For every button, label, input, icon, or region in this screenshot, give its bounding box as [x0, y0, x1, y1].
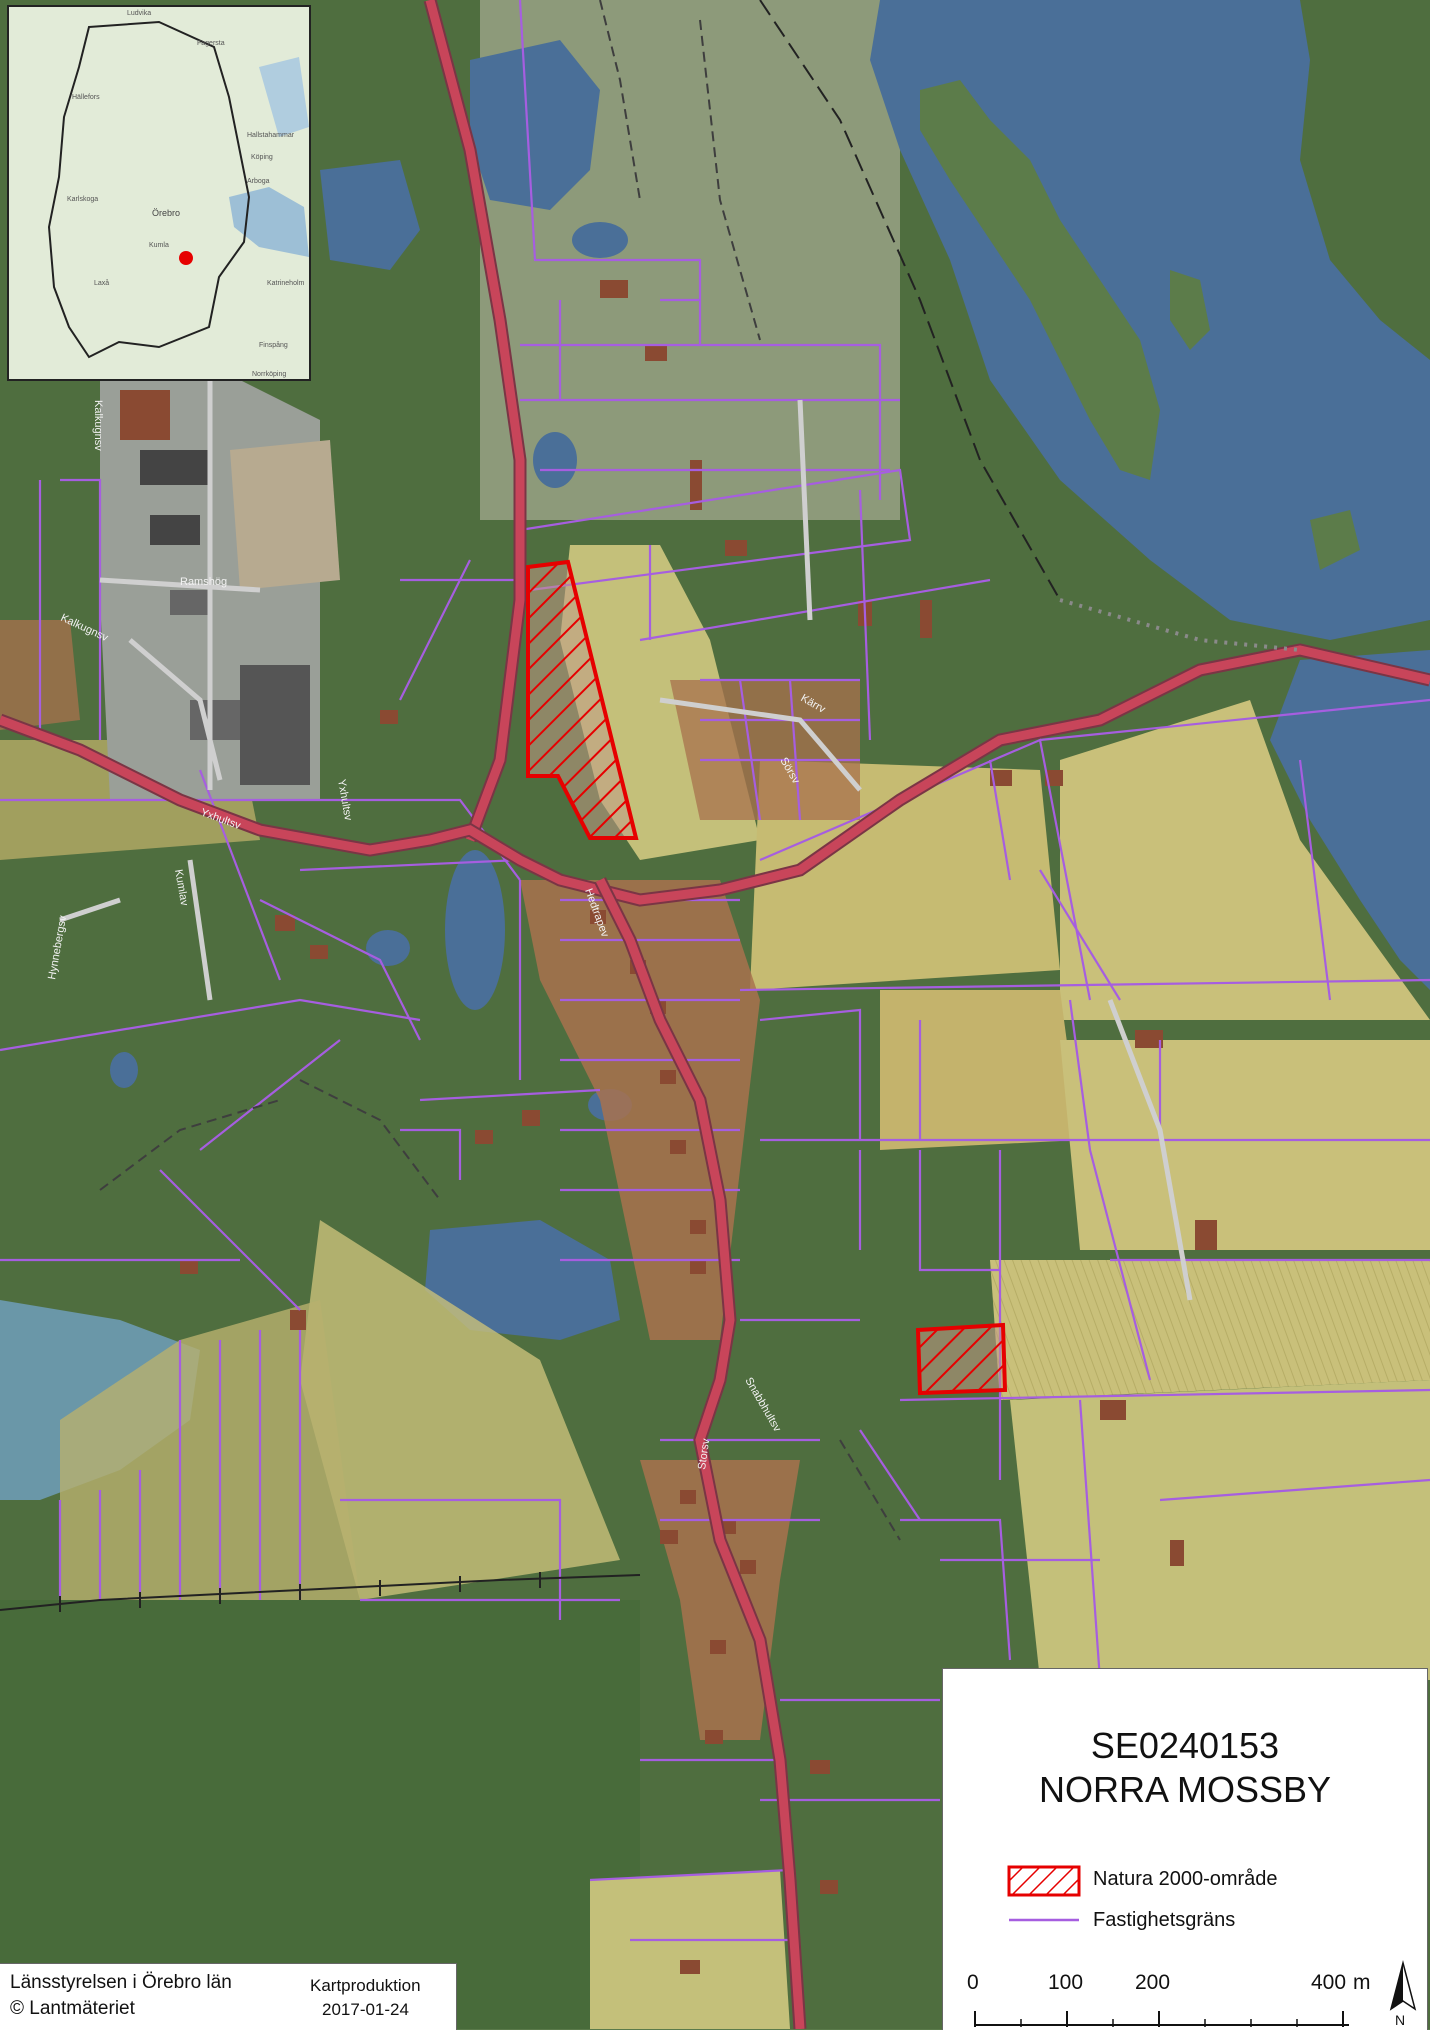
- overview-inset-map: Ludvika Fagersta Hällefors Hallstahammar…: [7, 5, 311, 381]
- pond-center: [425, 1220, 620, 1340]
- north-arrow-icon: [1389, 1960, 1417, 2011]
- pond-north: [470, 40, 600, 210]
- pond-small-1: [533, 432, 577, 488]
- legend-property-line-label: Fastighetsgräns: [1093, 1909, 1236, 1931]
- legend-property-line-swatch: [1009, 1918, 1079, 1922]
- road-label: Ramshög: [180, 576, 227, 588]
- railway-north: [759, 0, 1061, 601]
- field-6: [990, 1260, 1430, 1400]
- production-label: Kartproduktion: [310, 1976, 421, 1995]
- inset-place: Köping: [251, 154, 273, 161]
- inset-place: Laxå: [94, 279, 109, 287]
- scale-unit: m: [1353, 1971, 1371, 1994]
- inset-place: Ludvika: [127, 10, 151, 17]
- inset-place: Fagersta: [197, 40, 225, 47]
- inset-place: Kumla: [149, 242, 169, 249]
- island-small: [1170, 270, 1210, 350]
- field-3: [1060, 700, 1430, 1020]
- local-roads: [59, 380, 1193, 1301]
- inset-place: Karlskoga: [67, 196, 98, 203]
- built-area-north: [670, 680, 860, 820]
- scale-label-200: 200: [1135, 1971, 1171, 1994]
- inset-place: Hällefors: [72, 94, 100, 101]
- legend-natura-label: Natura 2000-område: [1093, 1868, 1278, 1890]
- site-code: SE0240153: [1090, 1725, 1280, 1766]
- pond-small-5: [110, 1052, 138, 1088]
- road-label: Storsv: [696, 1437, 712, 1470]
- natura-area-north[interactable]: [526, 559, 639, 840]
- trails: [99, 0, 901, 1541]
- pond-northwest: [320, 160, 420, 270]
- site-name: NORRA MOSSBY: [1038, 1769, 1332, 1810]
- field-11: [590, 1870, 790, 2029]
- inset-place: Arboga: [247, 178, 270, 185]
- inset-place: Finspång: [259, 341, 288, 349]
- north-label: N: [1395, 2012, 1406, 2028]
- pond-small-3: [445, 850, 505, 1010]
- scale-label-400: 400: [1311, 1971, 1347, 1994]
- lake-east: [1270, 650, 1430, 990]
- inset-place: Hallstahammar: [247, 132, 295, 139]
- scale-bar: [974, 2011, 1349, 2027]
- inset-place: Örebro: [152, 208, 180, 218]
- production-date: 2017-01-24: [322, 2000, 409, 2019]
- pond-small-2: [572, 222, 628, 258]
- scale-label-0: 0: [967, 1971, 979, 1994]
- field-8: [300, 1220, 620, 1600]
- field-9: [60, 1300, 360, 1600]
- inset-lake-north: [259, 57, 309, 137]
- gravel-pit: [230, 440, 340, 590]
- pond-small-4: [366, 930, 410, 966]
- railway-ticks: [59, 1572, 541, 1612]
- island-tiny: [1310, 510, 1360, 570]
- inset-place-labels: Ludvika Fagersta Hällefors Hallstahammar…: [67, 10, 305, 378]
- legend-panel: SE0240153 NORRA MOSSBY Natura 2000-områd…: [942, 1668, 1428, 2030]
- forest-south: [0, 1600, 640, 2029]
- field-5: [1060, 1040, 1430, 1250]
- county-outline: [47, 20, 251, 359]
- legend-natura-swatch: [1007, 1865, 1081, 1897]
- credits-panel: Länsstyrelsen i Örebro län © Lantmäterie…: [0, 1963, 457, 2030]
- island-large: [920, 80, 1160, 480]
- road-label: Kalkugnsv: [92, 400, 104, 451]
- credit-agency: Länsstyrelsen i Örebro län: [10, 1972, 232, 1993]
- location-marker: [179, 251, 193, 265]
- natura-area-south[interactable]: [915, 1322, 1008, 1396]
- scale-label-100: 100: [1048, 1971, 1084, 1994]
- field-4: [880, 990, 1080, 1150]
- field-7: [1010, 1380, 1430, 1680]
- credit-copyright: © Lantmäteriet: [10, 1998, 135, 2019]
- inset-place: Norrköping: [252, 371, 286, 378]
- inset-graphic: Ludvika Fagersta Hällefors Hallstahammar…: [9, 7, 309, 379]
- inset-place: Katrineholm: [267, 280, 305, 287]
